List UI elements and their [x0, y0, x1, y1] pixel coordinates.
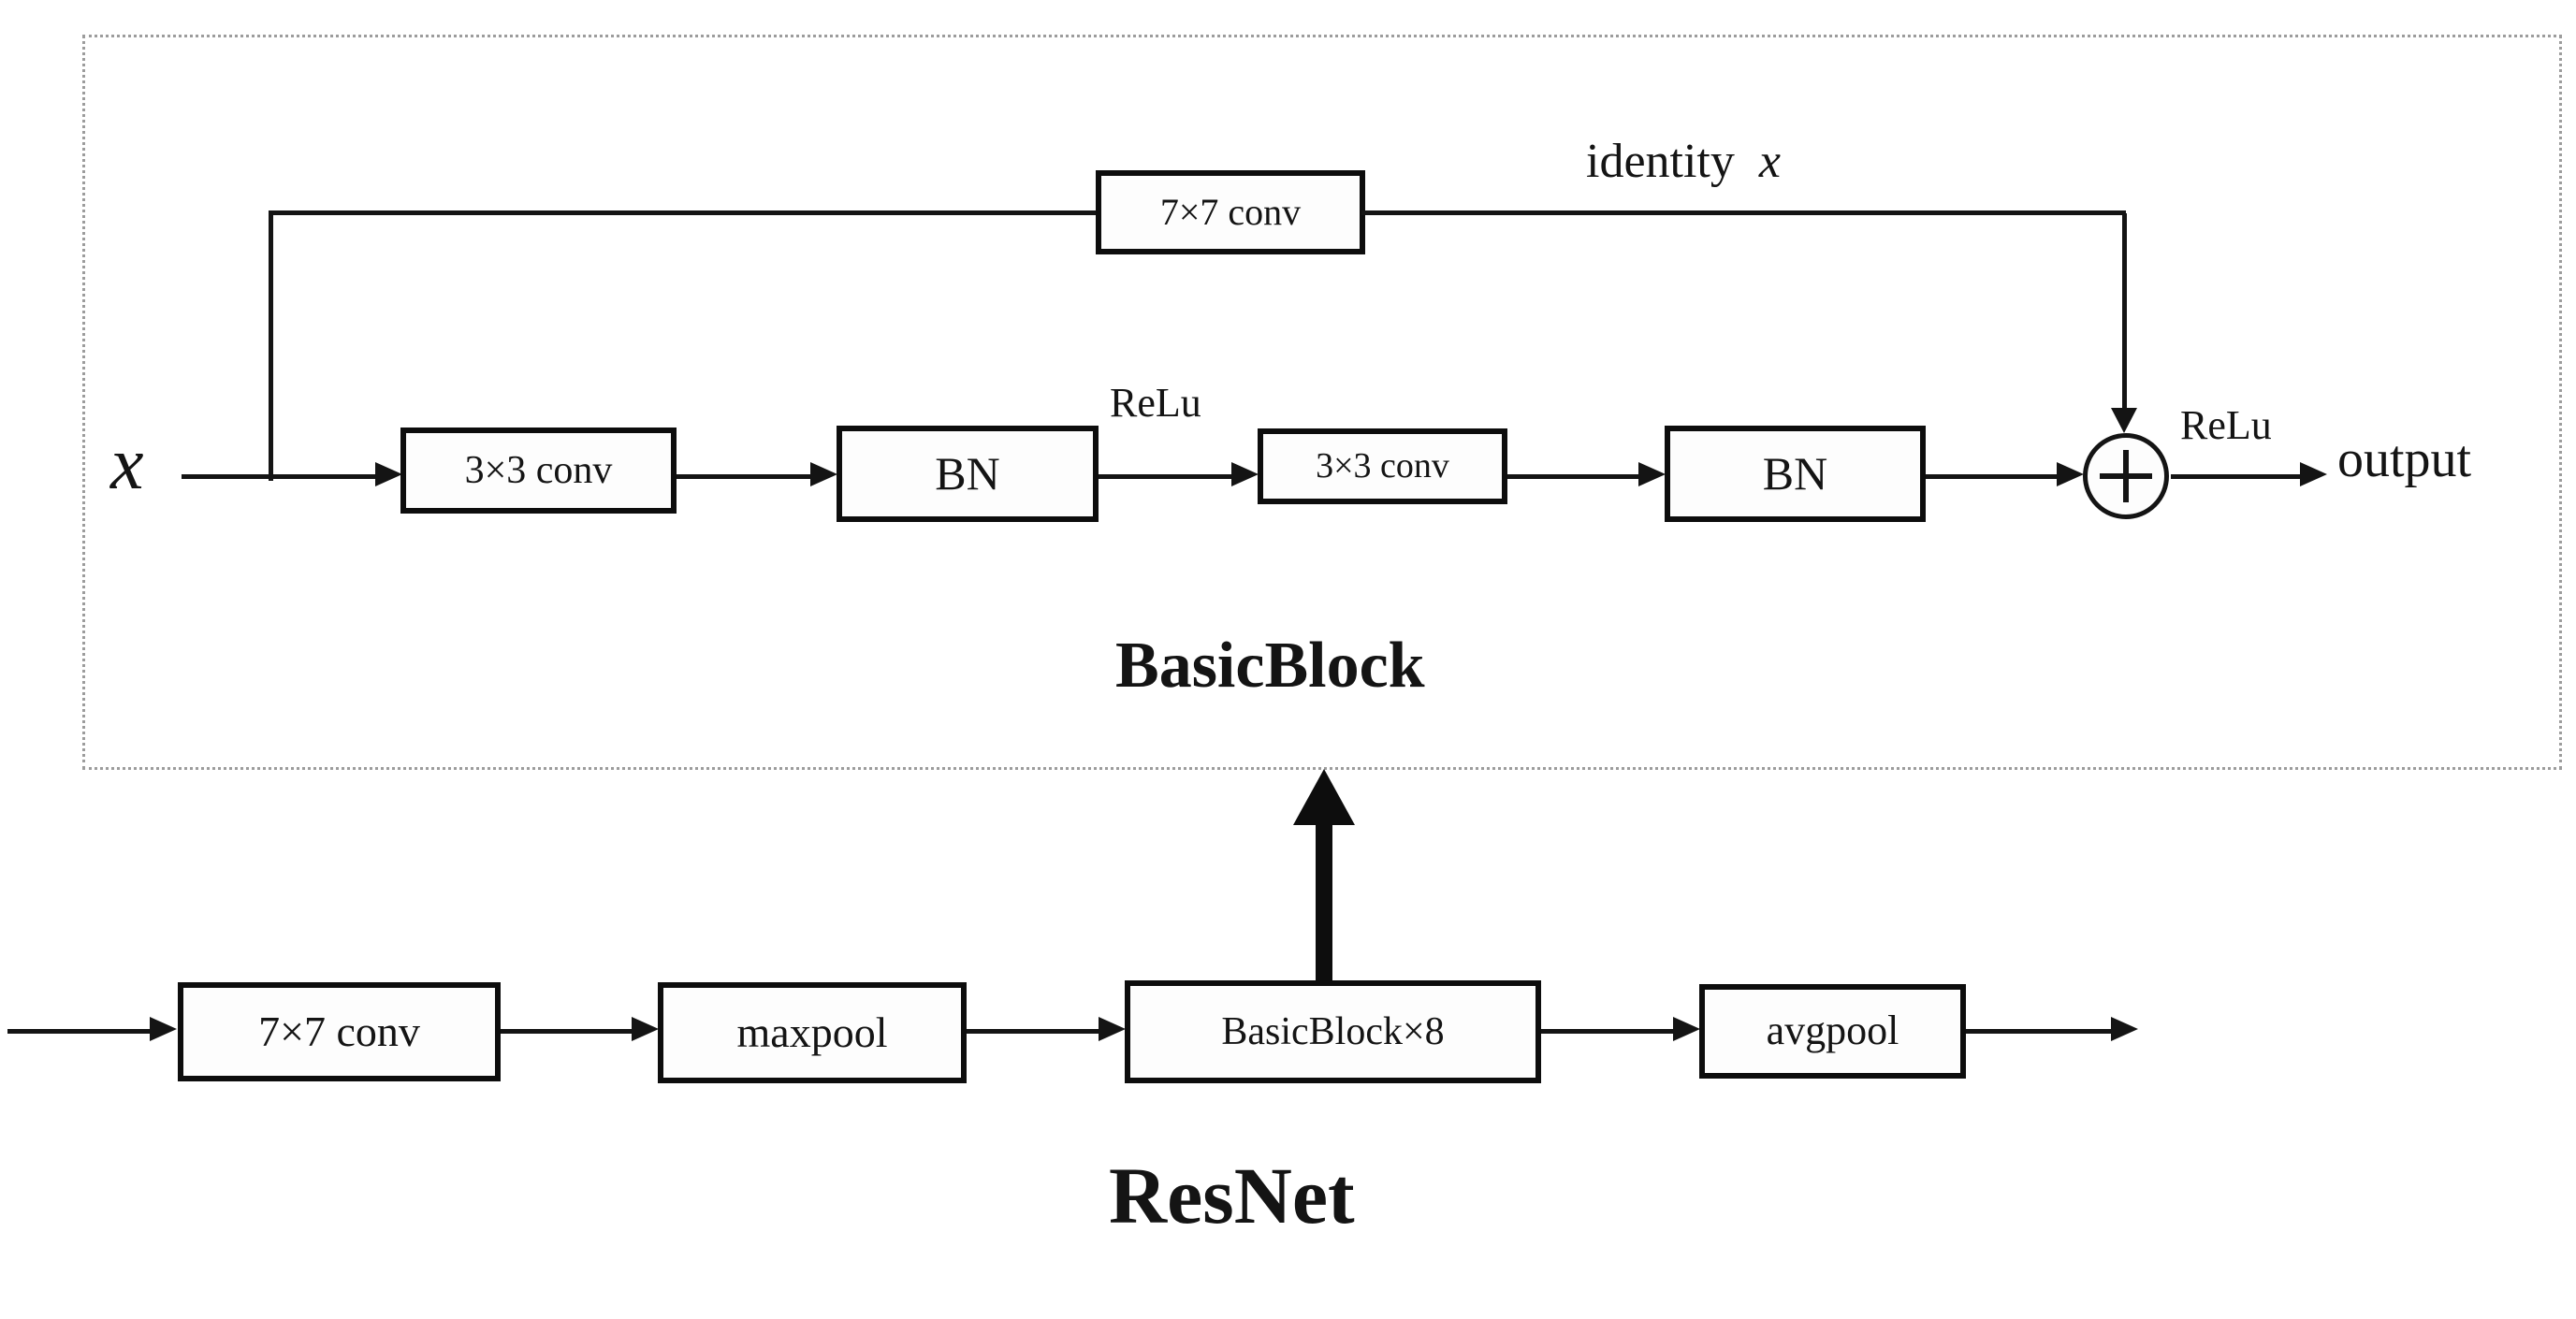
basicblock-title: BasicBlock — [1115, 630, 1425, 702]
avgpool-label: avgpool — [1766, 1007, 1899, 1054]
identity-drop-line — [2122, 213, 2127, 408]
expand-arrowhead — [1293, 769, 1355, 825]
pipeline-conv-label: 7×7 conv — [258, 1007, 420, 1055]
arrowhead-to-plus — [2057, 462, 2084, 486]
line-conv1-bn1 — [677, 474, 810, 479]
conv1-label: 3×3 conv — [464, 448, 613, 492]
arrowhead-to-output — [2300, 462, 2327, 486]
output-label: output — [2337, 430, 2472, 488]
maxpool-box: maxpool — [658, 982, 967, 1083]
plus-icon — [2123, 450, 2129, 502]
basicblock8-box: BasicBlock×8 — [1125, 980, 1541, 1083]
bn2-label: BN — [1762, 447, 1828, 500]
line-block-avgpool — [1541, 1029, 1673, 1034]
identity-var: x — [1758, 135, 1781, 188]
line-conv-maxpool — [501, 1029, 632, 1034]
line-maxpool-block — [967, 1029, 1099, 1034]
skip-line-left — [269, 210, 1096, 215]
bn1-label: BN — [935, 447, 1000, 500]
input-line — [182, 474, 375, 479]
conv2-label: 3×3 conv — [1316, 445, 1449, 486]
arrowhead-to-bn2 — [1638, 462, 1666, 486]
avgpool-box: avgpool — [1699, 984, 1966, 1079]
arrowhead-to-conv1 — [375, 462, 402, 486]
expand-arrow-shaft — [1316, 821, 1332, 982]
skip-conv-label: 7×7 conv — [1159, 191, 1302, 233]
pipeline-output-arrowhead — [2111, 1017, 2138, 1041]
bn2-box: BN — [1665, 426, 1926, 522]
arrowhead-to-basicblock8 — [1099, 1017, 1126, 1041]
arrowhead-to-avgpool — [1673, 1017, 1700, 1041]
maxpool-label: maxpool — [736, 1007, 888, 1056]
pipeline-conv-box: 7×7 conv — [178, 982, 501, 1081]
addition-node — [2083, 433, 2169, 519]
skip-line-right — [1361, 210, 2126, 215]
skip-conv-box: 7×7 conv — [1096, 170, 1365, 254]
conv1-box: 3×3 conv — [400, 428, 677, 514]
identity-arrowhead — [2111, 408, 2137, 433]
pipeline-output-line — [1966, 1029, 2111, 1034]
conv2-box: 3×3 conv — [1258, 428, 1507, 504]
skip-branch-line — [269, 212, 273, 481]
arrowhead-to-pipeline-conv — [150, 1017, 177, 1041]
input-var-label: x — [110, 423, 144, 505]
arrowhead-to-conv2 — [1231, 462, 1259, 486]
arrowhead-to-maxpool — [632, 1017, 659, 1041]
line-bn1-conv2 — [1099, 474, 1231, 479]
basicblock8-label: BasicBlock×8 — [1221, 1009, 1445, 1053]
pipeline-input-line — [7, 1029, 150, 1034]
bn1-box: BN — [837, 426, 1099, 522]
line-conv2-bn2 — [1507, 474, 1638, 479]
relu2-label: ReLu — [2180, 402, 2272, 448]
basicblock-dashed-container — [82, 35, 2562, 770]
resnet-title: ResNet — [1109, 1151, 1355, 1240]
line-bn2-plus — [1926, 474, 2057, 479]
relu1-label: ReLu — [1110, 380, 1201, 426]
identity-label: identity x — [1586, 135, 1781, 188]
arrowhead-to-bn1 — [810, 462, 837, 486]
line-plus-output — [2171, 474, 2300, 479]
